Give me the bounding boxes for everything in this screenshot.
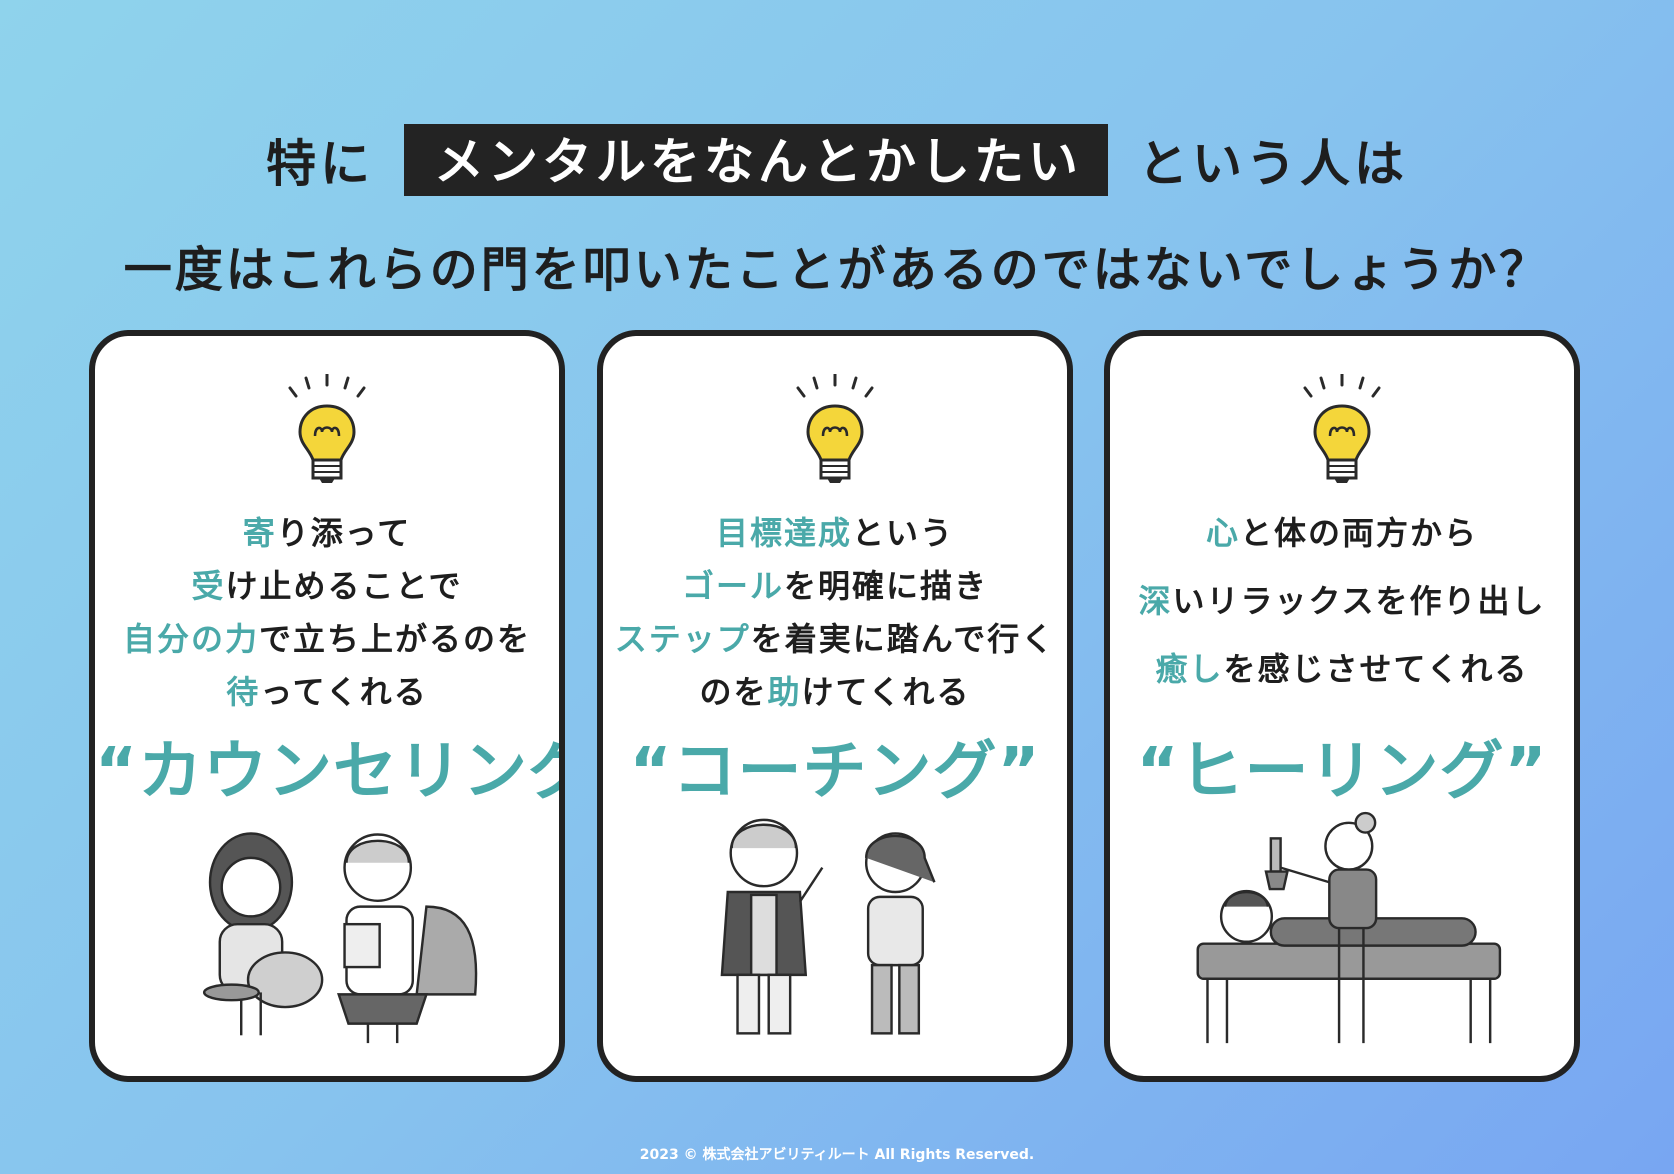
desc-line: 受け止めることで <box>191 567 463 605</box>
title-prefix: 特に <box>266 135 374 193</box>
card-term: “ヒーリング” <box>1136 735 1548 809</box>
desc-line: 待ってくれる <box>226 673 428 711</box>
card-counseling: 寄り添って 受け止めることで 自分の力で立ち上がるのを 待ってくれる “カウンセ… <box>89 330 565 1082</box>
card-term: “コーチング” <box>629 735 1041 809</box>
card-description: 心と体の両方から 深いリラックスを作り出し 癒しを感じさせてくれる <box>1110 508 1574 712</box>
title-line-1: 特に メンタルをなんとかしたい という人は <box>0 124 1674 196</box>
desc-line: ゴールを明確に描き <box>681 567 989 605</box>
card-coaching: 目標達成という ゴールを明確に描き ステップを着実に踏んで行く のを助けてくれる… <box>597 330 1073 1082</box>
desc-line: 寄り添って <box>242 514 412 552</box>
lightbulb-icon <box>796 374 874 483</box>
desc-line: 自分の力で立ち上がるのを <box>122 620 532 658</box>
desc-line: 心と体の両方から <box>1205 514 1479 552</box>
desc-line: のを助けてくれる <box>699 673 971 711</box>
title-highlight: メンタルをなんとかしたい <box>404 124 1108 196</box>
healing-illustration <box>1196 811 1502 1044</box>
card-term: “カウンセリング” <box>95 735 559 809</box>
title-line-2: 一度はこれらの門を叩いたことがあるのではないでしょうか？ <box>123 242 1551 298</box>
desc-line: 癒しを感じさせてくれる <box>1155 650 1529 688</box>
desc-line: ステップを着実に踏んで行く <box>614 620 1056 658</box>
desc-line: 目標達成という <box>715 514 955 552</box>
desc-line: 深いリラックスを作り出し <box>1138 582 1546 620</box>
title-suffix: という人は <box>1138 135 1408 193</box>
card-healing: 心と体の両方から 深いリラックスを作り出し 癒しを感じさせてくれる “ヒーリング… <box>1104 330 1580 1082</box>
coaching-illustration <box>720 818 936 1035</box>
card-description: 目標達成という ゴールを明確に描き ステップを着実に踏んで行く のを助けてくれる <box>603 508 1067 720</box>
copyright-footer: 2023 © 株式会社アビリティルート All Rights Reserved. <box>639 1147 1035 1163</box>
lightbulb-icon <box>1303 374 1381 483</box>
counseling-illustration <box>202 832 478 1044</box>
card-description: 寄り添って 受け止めることで 自分の力で立ち上がるのを 待ってくれる <box>95 508 559 720</box>
lightbulb-icon <box>288 374 366 483</box>
